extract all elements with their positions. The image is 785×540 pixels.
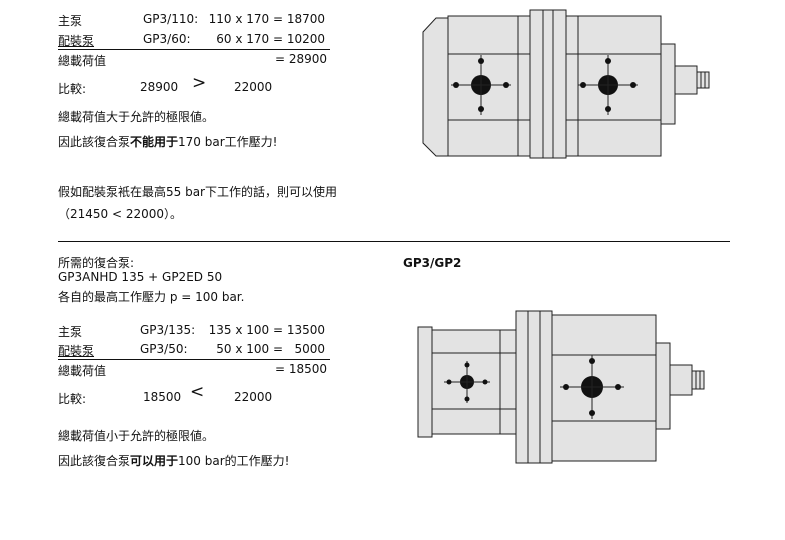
compare-label-2: 比較:: [58, 392, 87, 406]
conclusion-pre: 因此該復合泵: [58, 135, 131, 149]
aux-pump-calc-2: 50 x 100 = 5000: [216, 342, 325, 356]
conclusion-bold: 不能用于: [130, 135, 179, 149]
conclusion-post: 170 bar工作壓力!: [178, 135, 278, 149]
total-label: 總載荷值: [58, 54, 107, 68]
sum-rule: [58, 49, 330, 50]
aux-pump-model: GP3/60:: [143, 32, 191, 46]
main-pump-model-2: GP3/135:: [140, 323, 196, 337]
sum-rule-2: [58, 359, 330, 360]
required-pump-label: 所需的復合泵:: [58, 256, 135, 270]
compare-right: 22000: [234, 80, 273, 94]
compare-operator-2: <: [190, 382, 205, 402]
main-pump-label-2: 主泵: [58, 325, 83, 339]
main-pump-label: 主泵: [58, 14, 83, 28]
result-line-2: 總載荷值小于允許的極限値。: [58, 429, 215, 443]
conclusion-post-2: 100 bar的工作壓力!: [178, 454, 290, 468]
compare-right-2: 22000: [234, 390, 273, 404]
compare-operator: >: [192, 73, 207, 93]
aux-pump-model-2: GP3/50:: [140, 342, 188, 356]
conclusion-line-2: 因此該復合泵可以用于100 bar的工作壓力!: [58, 452, 289, 469]
section-heading: GP3/GP2: [403, 256, 462, 270]
main-pump-calc: 110 x 170 = 18700: [208, 12, 325, 26]
aux-pump-calc: 60 x 170 = 10200: [216, 32, 325, 46]
note-line-1: 假如配裝泵衹在最高55 bar下工作的話，則可以使用: [58, 185, 337, 199]
main-pump-model: GP3/110:: [143, 12, 199, 26]
conclusion-pre-2: 因此該復合泵: [58, 454, 131, 468]
aux-pump-label: 配裝泵: [58, 34, 95, 48]
result-line: 總載荷值大于允許的極限値。: [58, 110, 215, 124]
pump-drawing-gp3-gp2: [417, 310, 705, 464]
section-divider: [58, 241, 730, 242]
pump-drawing-gp3-gp3: [422, 9, 710, 159]
required-pump-model: GP3ANHD 135 + GP2ED 50: [58, 270, 223, 284]
conclusion-bold-2: 可以用于: [130, 454, 179, 468]
total-value-2: = 18500: [274, 362, 327, 376]
compare-left: 28900: [140, 80, 179, 94]
note-line-2: （21450 < 22000）。: [58, 207, 183, 221]
main-pump-calc-2: 135 x 100 = 13500: [208, 323, 325, 337]
aux-pump-label-2: 配裝泵: [58, 344, 95, 358]
compare-left-2: 18500: [143, 390, 182, 404]
total-value: = 28900: [274, 52, 327, 66]
required-pressure: 各自的最高工作壓力 p = 100 bar.: [58, 290, 245, 304]
compare-label: 比較:: [58, 82, 87, 96]
total-label-2: 總載荷值: [58, 364, 107, 378]
conclusion-line: 因此該復合泵不能用于170 bar工作壓力!: [58, 133, 277, 150]
